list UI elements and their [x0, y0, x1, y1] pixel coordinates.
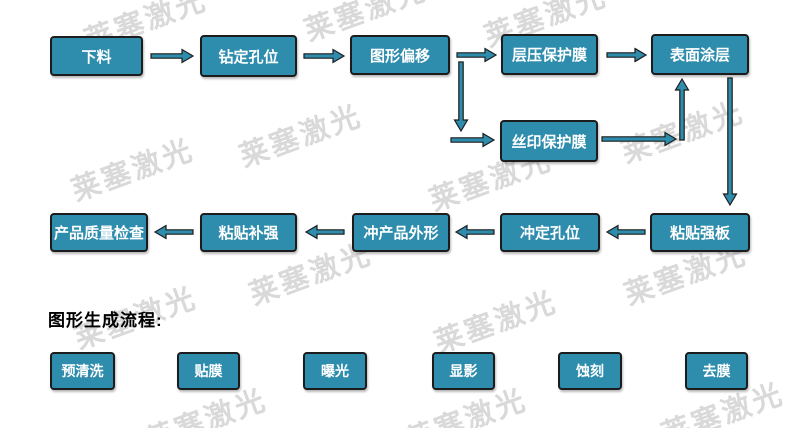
- flow-arrow: [150, 48, 195, 64]
- flow-arrow: [453, 61, 469, 133]
- flow-arrow: [605, 224, 646, 240]
- flow-box-xia-liao: 下料: [50, 36, 143, 76]
- flow-box-qu-mo: 去膜: [685, 352, 748, 390]
- flow-arrow: [454, 224, 495, 240]
- flow-arrow: [606, 47, 648, 63]
- flow-arrow: [601, 131, 678, 147]
- flow-arrow: [456, 47, 498, 63]
- flow-box-si-yin-bao-hu-mo: 丝印保护膜: [500, 120, 598, 162]
- flow-box-xian-ying: 显影: [432, 352, 495, 390]
- flow-box-biao-mian-tu-ceng: 表面涂层: [651, 34, 749, 75]
- flow-box-zhi-liang-jian-cha: 产品质量检查: [50, 213, 148, 252]
- flow-arrow: [153, 224, 194, 240]
- flow-box-shi-ke: 蚀刻: [558, 352, 622, 390]
- flow-arrow: [450, 132, 496, 148]
- flow-box-yu-qing-xi: 预清洗: [50, 352, 115, 390]
- flow-box-zhan-tie-bu-qiang: 粘贴补强: [200, 213, 297, 252]
- flow-arrow: [722, 77, 738, 207]
- sub-flow-title: 图形生成流程:: [48, 311, 163, 330]
- flow-box-chong-chan-pin: 冲产品外形: [352, 213, 450, 252]
- flow-box-tu-xing-pian-yi: 图形偏移: [350, 35, 450, 75]
- flow-box-zuan-ding-kong-wei: 钻定孔位: [200, 35, 297, 77]
- flow-arrow: [674, 77, 690, 141]
- flow-box-zhan-tie-qiang-ban: 粘贴强板: [650, 213, 750, 252]
- flow-box-pu-guang: 曝光: [303, 352, 367, 390]
- flow-box-chong-ding-kong-wei: 冲定孔位: [500, 213, 600, 252]
- flow-box-tie-mo: 贴膜: [177, 352, 240, 390]
- flow-arrow: [303, 48, 346, 64]
- flow-arrow: [304, 224, 345, 240]
- flow-box-ceng-ya-bao-hu-mo: 层压保护膜: [501, 34, 598, 75]
